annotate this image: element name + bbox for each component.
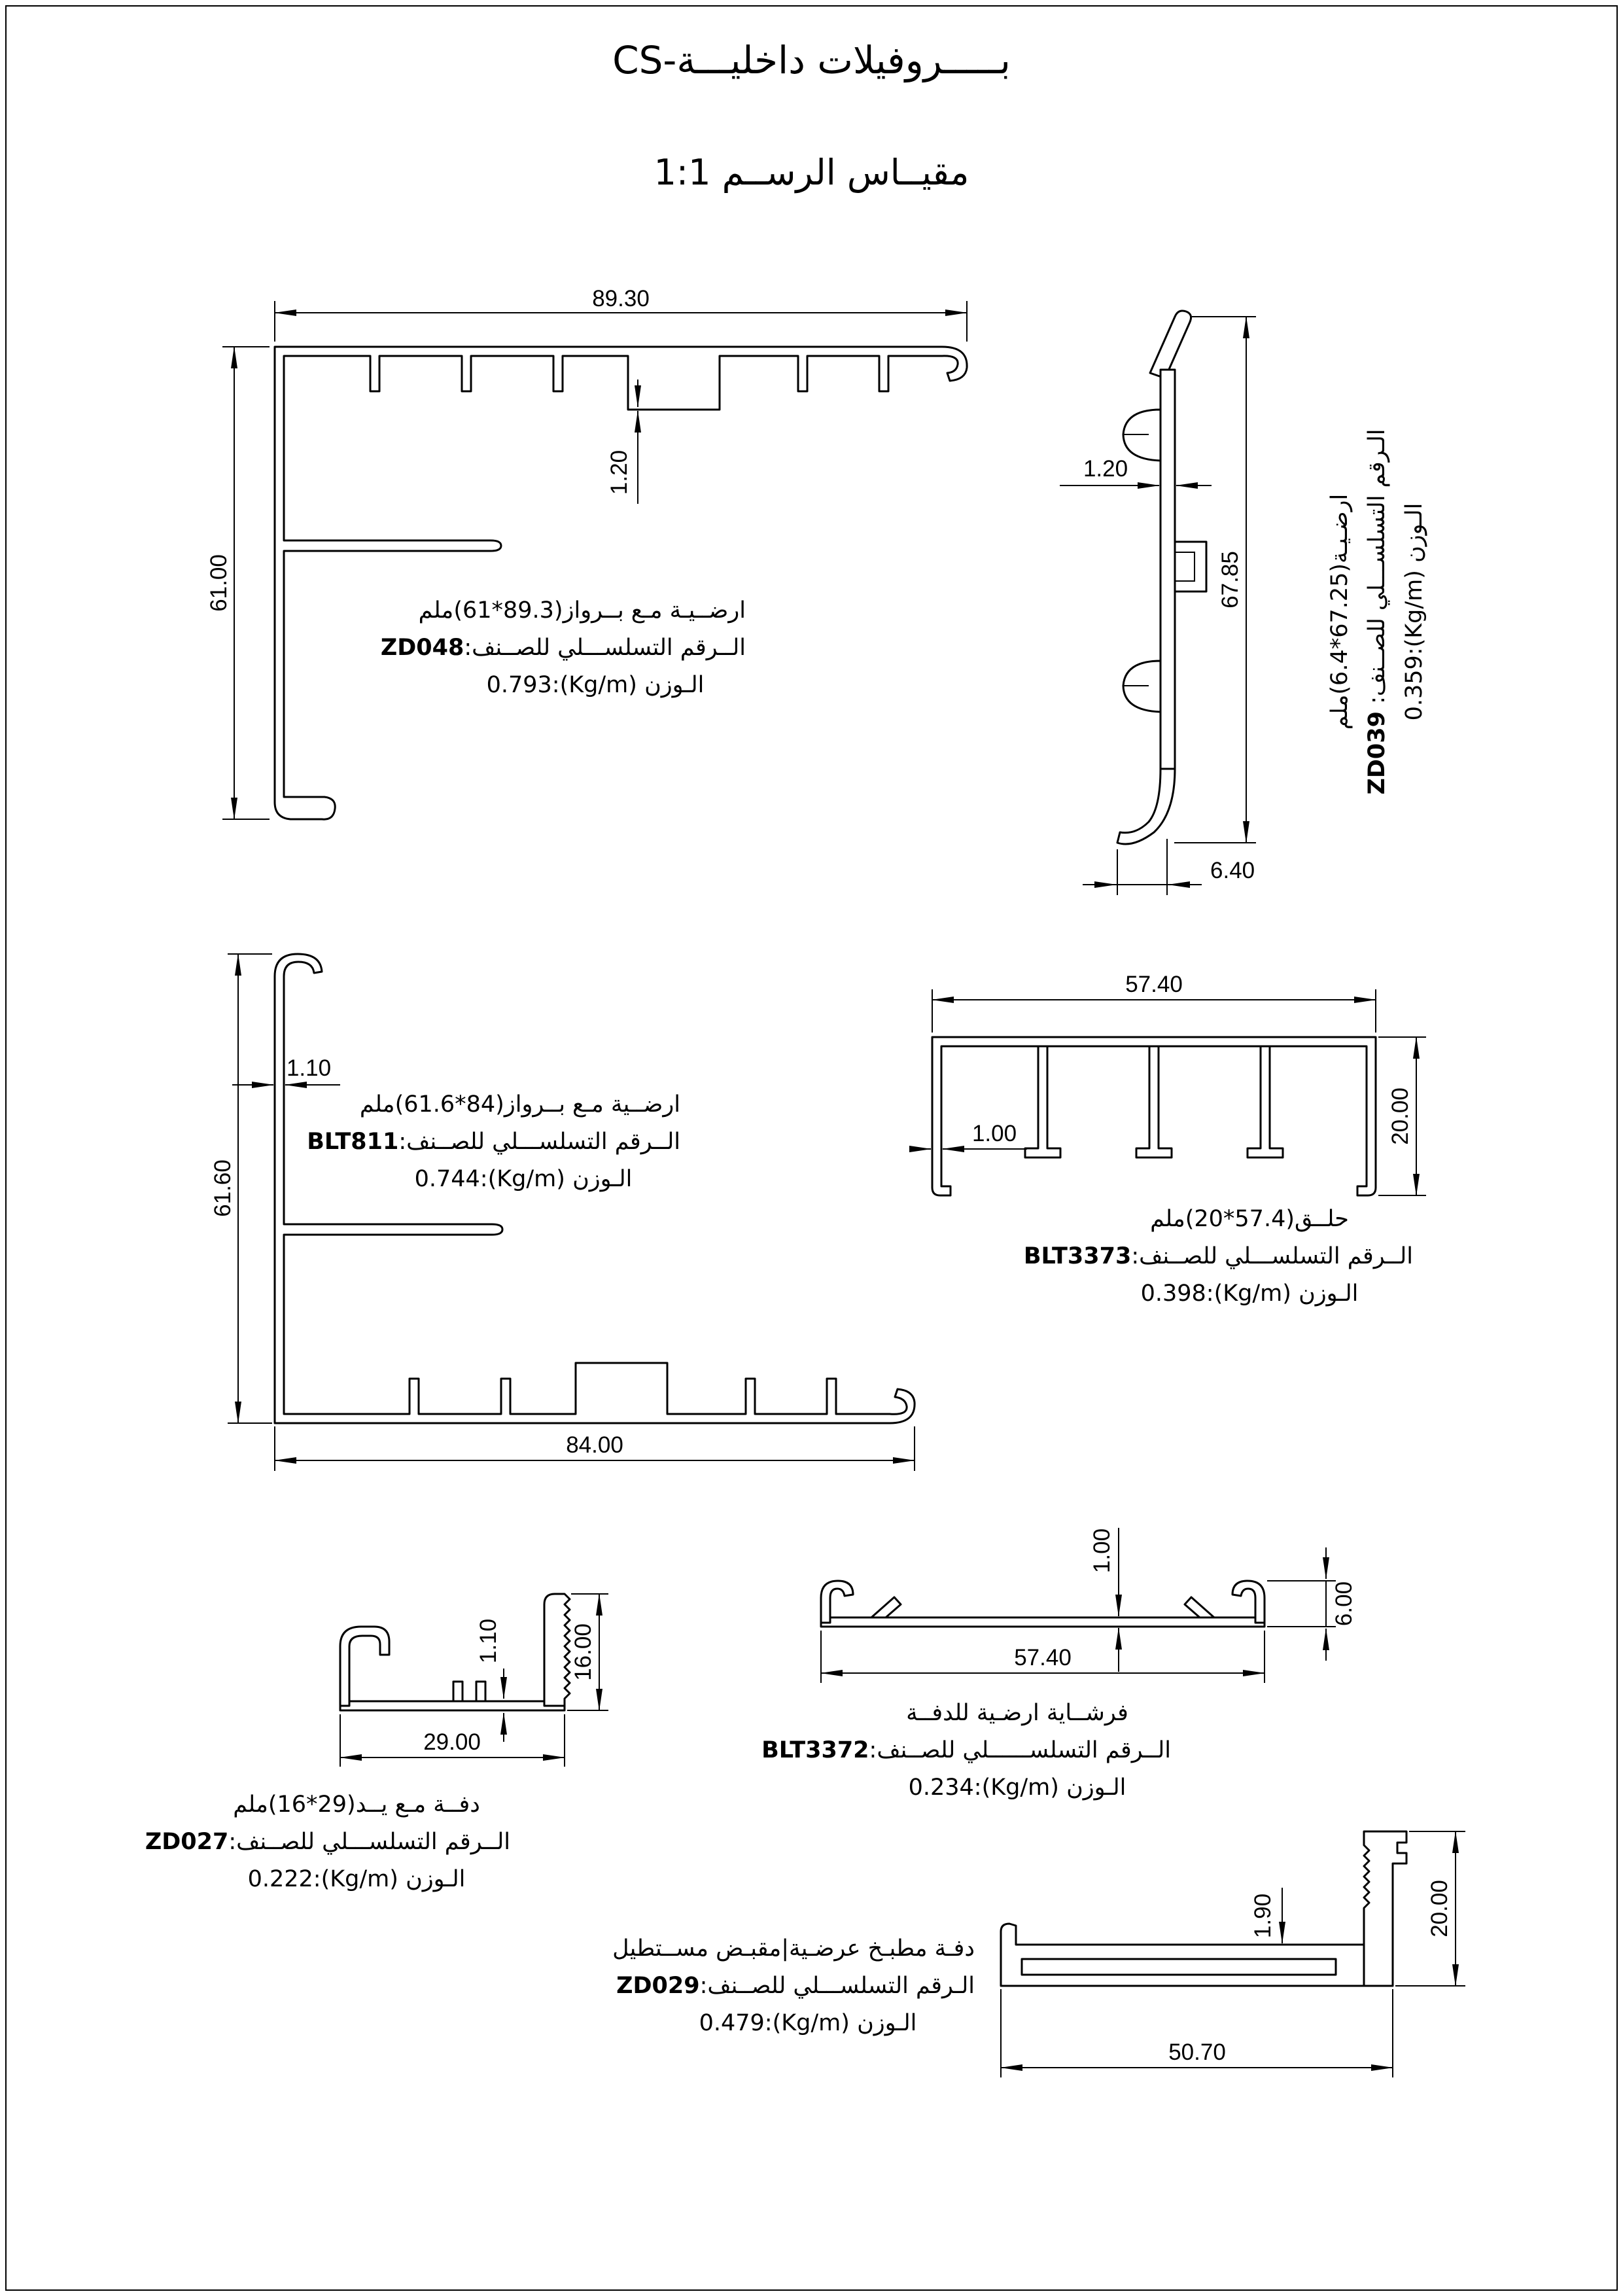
profile-name: دفــة مـع يــد(16*29)ملم <box>233 1792 480 1818</box>
dimension-lines <box>909 989 1426 1196</box>
dim-width: 50.70 <box>1168 2040 1226 2065</box>
profile-blt811-drawing: 84.00 61.60 1.10 <box>210 953 916 1471</box>
profile-zd048-drawing: 89.30 61.00 1.20 <box>206 286 968 821</box>
profile-code: ZD027 <box>145 1829 229 1855</box>
dim-width: 6.40 <box>1210 858 1255 883</box>
profile-zd027-drawing: 29.00 1.10 16.00 <box>339 1593 608 1767</box>
profile-zd039-drawing: 1.20 67.85 6.40 <box>1060 309 1256 895</box>
dimension-lines <box>340 1593 608 1767</box>
dim-height: 20.00 <box>1387 1087 1413 1145</box>
dim-width: 57.40 <box>1125 972 1183 997</box>
profile-cross-section <box>1116 309 1208 845</box>
dim-thickness: 1.20 <box>1083 456 1128 482</box>
profile-zd029-drawing: 1.90 20.00 50.70 <box>1000 1830 1465 2077</box>
dim-height: 6.00 <box>1331 1581 1357 1626</box>
profile-name: ارضــيـة مـع بــرواز(61*89.3)ملم <box>418 597 746 624</box>
profile-weight: الـوزن 0.793:(Kg/m) <box>486 672 705 698</box>
page-subtitle: مقيــاس الرســم 1:1 <box>654 152 969 193</box>
label-zd039: ارضـيـة(6.4*67.25)ملم الـرقم التسلســـلي… <box>1321 386 1433 838</box>
page-title: بـــــروفيلات داخليـــة-CS <box>612 38 1011 82</box>
profile-weight: الـوزن 0.479:(Kg/m) <box>699 2010 917 2036</box>
profile-serial: الــرقم التسلســـلي للصــنف:ZD027 <box>145 1829 510 1855</box>
profile-blt3373-drawing: 57.40 20.00 1.00 <box>909 972 1426 1197</box>
label-zd048: ارضــيـة مـع بــرواز(61*89.3)ملم الــرقم… <box>380 592 746 704</box>
dimension-lines <box>1060 316 1256 895</box>
profile-serial: الــرقم التسلســـلي للصــنف:BLT3373 <box>1023 1243 1413 1269</box>
dim-width: 89.30 <box>592 286 650 311</box>
dim-height: 61.60 <box>210 1159 236 1217</box>
profile-serial: الـرقم التسلســـلي للصــنف:ZD029 <box>616 1973 975 1999</box>
profile-blt3372-drawing: 1.00 57.40 6.00 <box>820 1528 1357 1683</box>
profile-cross-section <box>339 1593 571 1712</box>
dim-height: 20.00 <box>1427 1880 1452 1937</box>
profile-weight: الـوزن 0.234:(Kg/m) <box>908 1775 1126 1801</box>
profile-serial: الــرقم التسلســـلي للصــنف:ZD048 <box>380 635 746 661</box>
profile-code: BLT3372 <box>761 1737 869 1763</box>
profile-cross-section <box>820 1580 1266 1628</box>
profile-name: دفـة مطبـخ عرضـية|مقبـض مســتطيل <box>612 1935 975 1962</box>
profile-code: ZD048 <box>380 635 464 661</box>
profile-cross-section <box>273 953 916 1424</box>
dim-thickness: 1.90 <box>1250 1894 1276 1938</box>
profile-serial: الــرقم التسلســــــلي للصــنف:BLT3372 <box>761 1737 1171 1763</box>
profile-serial: الـرقم التسلســـلي للصــنف: ZD039 <box>1364 429 1390 795</box>
label-blt811: ارضــية مـع بــرواز(61.6*84)ملم الــرقم … <box>307 1086 680 1198</box>
profile-name: ارضـيـة(6.4*67.25)ملم <box>1327 493 1353 730</box>
dimension-lines <box>228 953 915 1471</box>
profile-code: ZD039 <box>1364 711 1390 795</box>
label-zd029: دفـة مطبـخ عرضـية|مقبـض مســتطيل الـرقم … <box>612 1930 975 2042</box>
label-blt3372: فرشــاية ارضـية للدفــة الــرقم التسلســ… <box>761 1695 1171 1807</box>
dim-width: 84.00 <box>566 1432 623 1458</box>
profile-name: فرشــاية ارضـية للدفــة <box>906 1700 1128 1726</box>
profile-weight: الـوزن 0.744:(Kg/m) <box>414 1166 633 1192</box>
profile-name: حلــق(20*57.4)ملم <box>1150 1206 1349 1232</box>
dim-thickness: 1.10 <box>287 1055 331 1081</box>
profile-weight: الـوزن 0.222:(Kg/m) <box>247 1866 466 1892</box>
dim-width: 57.40 <box>1014 1645 1072 1670</box>
dim-thickness: 1.10 <box>476 1619 501 1663</box>
dim-thickness: 1.20 <box>606 450 632 495</box>
dim-height: 16.00 <box>570 1623 596 1681</box>
profile-code: BLT3373 <box>1023 1243 1132 1269</box>
profile-cross-section <box>1000 1830 1408 1987</box>
label-blt3373: حلــق(20*57.4)ملم الــرقم التسلســـلي لل… <box>1023 1201 1413 1313</box>
dim-height: 67.85 <box>1217 551 1243 609</box>
profile-weight: الـوزن 0.398:(Kg/m) <box>1140 1280 1359 1307</box>
profile-serial: الــرقم التسلســـلي للصــنف:BLT811 <box>307 1129 680 1155</box>
profile-code: BLT811 <box>307 1129 399 1155</box>
dim-height: 61.00 <box>206 554 232 612</box>
label-zd027: دفــة مـع يــد(16*29)ملم الــرقم التسلسـ… <box>145 1786 510 1898</box>
dim-width: 29.00 <box>423 1729 481 1755</box>
dimension-lines <box>222 301 968 820</box>
profile-cross-section <box>931 1036 1377 1197</box>
profile-cross-section <box>273 345 968 821</box>
dim-thickness: 1.00 <box>972 1121 1017 1146</box>
profile-weight: الـوزن 0.359:(Kg/m) <box>1401 503 1427 721</box>
dimension-lines <box>1000 1831 1465 2077</box>
profile-name: ارضــية مـع بــرواز(61.6*84)ملم <box>359 1091 680 1118</box>
dimension-lines <box>820 1528 1336 1683</box>
profile-code: ZD029 <box>616 1973 700 1999</box>
dim-thickness: 1.00 <box>1089 1528 1115 1573</box>
